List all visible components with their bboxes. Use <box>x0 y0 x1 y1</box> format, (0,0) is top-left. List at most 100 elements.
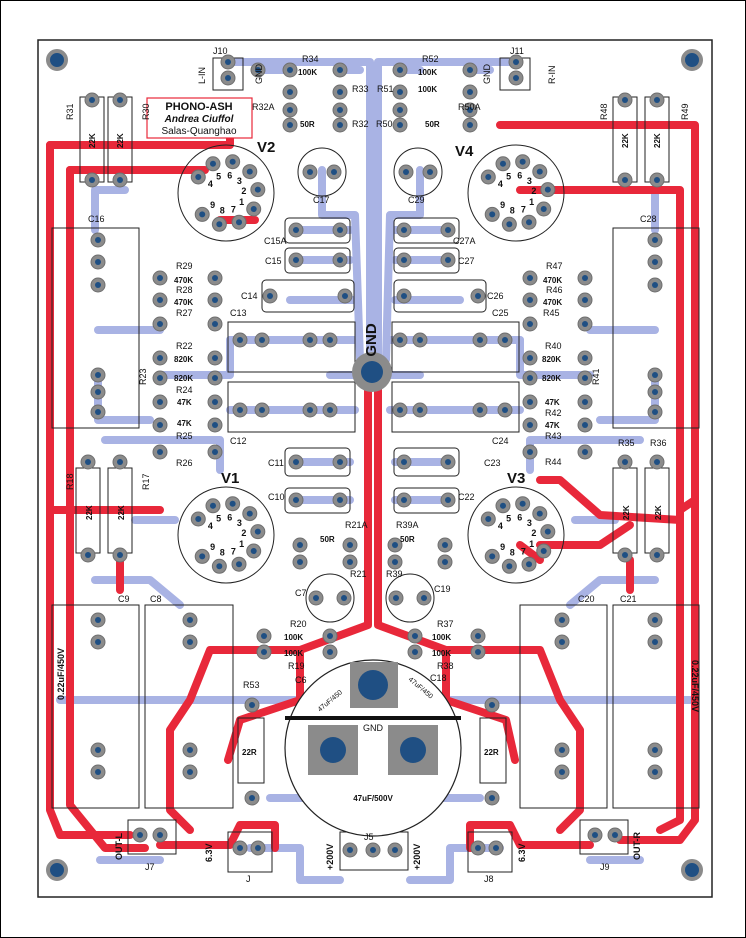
r53-val: 22R <box>242 748 257 757</box>
tube-pin-number: 7 <box>231 204 236 214</box>
r38-val: 100K <box>432 649 451 658</box>
r17-val: 22K <box>117 505 126 520</box>
lin-label: L-IN <box>197 67 207 84</box>
tube-v4-label: V4 <box>455 143 474 160</box>
tube-sockets <box>177 144 565 584</box>
tube-pin-number: 7 <box>521 546 526 556</box>
r39-ref: R39 <box>386 569 403 579</box>
r19-ref: R19 <box>288 661 305 671</box>
outr-label: OUT-R <box>632 832 642 860</box>
gnd-hub <box>352 352 392 392</box>
tube-pin-number: 9 <box>210 542 215 552</box>
r54-val: 22R <box>484 748 499 757</box>
r29-ref: R29 <box>176 261 193 271</box>
c20-label: C20 <box>578 594 595 604</box>
tube-pin-number: 4 <box>208 179 213 189</box>
r31-ref: R31 <box>65 103 75 120</box>
j10-label: J10 <box>213 46 228 56</box>
tube-pin-number: 9 <box>210 200 215 210</box>
rin-label: R-IN <box>547 66 557 85</box>
tube-pin-number: 7 <box>231 546 236 556</box>
r42-ref: R42 <box>545 408 562 418</box>
title-line3: Salas-Quanghao <box>161 126 236 137</box>
tube-pin-number: 4 <box>498 521 503 531</box>
c15a-label: C15A <box>264 236 287 246</box>
r30-val: 22K <box>116 133 125 148</box>
tube-pin-number: 9 <box>500 542 505 552</box>
tube-v3-label: V3 <box>507 470 525 487</box>
r39a-ref: R39A <box>396 520 419 530</box>
tube-pin-number: 5 <box>506 514 511 524</box>
plus200-left-label: +200V <box>325 844 335 870</box>
r19-val: 100K <box>284 649 303 658</box>
c11-label: C11 <box>268 458 284 468</box>
r29-val: 470K <box>174 276 193 285</box>
tube-pin-number: 2 <box>241 528 246 538</box>
tube-pin-number: 3 <box>237 518 242 528</box>
tube-pin-number: 3 <box>527 176 532 186</box>
tube-pin-number: 8 <box>220 206 225 216</box>
r22-val: 820K <box>174 355 193 364</box>
r20-val: 100K <box>284 633 303 642</box>
tube-pin-number: 1 <box>239 539 244 549</box>
r25-ref: R25 <box>176 431 193 441</box>
r18-ref: R18 <box>65 473 75 490</box>
tube-pin-number: 8 <box>510 548 515 558</box>
gnd-r-label: GND <box>482 64 492 85</box>
r28-ref: R28 <box>176 285 193 295</box>
r33-ref: R33 <box>352 84 369 94</box>
plus200-right-label: +200V <box>412 844 422 870</box>
r30-ref: R30 <box>141 103 151 120</box>
r20-ref: R20 <box>290 619 307 629</box>
r39a-val: 50R <box>400 535 415 544</box>
r25-val: 47K <box>177 419 192 428</box>
heater-left-label: 6.3V <box>204 843 214 862</box>
c9-label: C9 <box>118 594 130 604</box>
c28-label: C28 <box>640 214 657 224</box>
j5-label: J5 <box>364 832 374 842</box>
tube-pin-number: 5 <box>216 172 221 182</box>
tube-pin-number: 6 <box>517 512 522 522</box>
tube-pin-number: 2 <box>241 186 246 196</box>
c19-label: C19 <box>434 584 451 594</box>
c8-label: C8 <box>150 594 162 604</box>
r49-val: 22K <box>653 133 662 148</box>
tube-v1-label: V1 <box>221 470 239 487</box>
tube-pin-number: 1 <box>239 197 244 207</box>
component-outlines <box>51 57 700 873</box>
j9-label: J9 <box>600 862 610 872</box>
j-left-label: J <box>246 874 251 884</box>
r28-val: 470K <box>174 298 193 307</box>
tube-pin-number: 4 <box>208 521 213 531</box>
c22-label: C22 <box>458 492 475 502</box>
film-left-label: 0.22uF/450V <box>56 648 66 700</box>
r47-val: 470K <box>543 276 562 285</box>
c6-label: C6 <box>295 675 307 685</box>
c12-label: C12 <box>230 436 247 446</box>
r26-ref: R26 <box>176 458 193 468</box>
mounting-holes <box>46 49 703 881</box>
center-gnd-label: GND <box>363 323 380 357</box>
r52-ref: R52 <box>422 54 439 64</box>
c15-label: C15 <box>265 256 282 266</box>
r23-val: 820K <box>174 374 193 383</box>
r50a-ref: R50A <box>458 102 481 112</box>
big-cap-gnd-label: GND <box>363 723 384 733</box>
r34-ref: R34 <box>302 54 319 64</box>
r37-val: 100K <box>432 633 451 642</box>
r51-ref: R51 <box>377 84 394 94</box>
r21a-val: 50R <box>320 535 335 544</box>
r45-ref: R45 <box>543 308 560 318</box>
tube-pin-number: 6 <box>227 170 232 180</box>
title-line2: Andrea Ciuffol <box>164 114 234 125</box>
r35-ref: R35 <box>618 438 635 448</box>
tube-pin-number: 6 <box>517 170 522 180</box>
r32-ref: R32 <box>352 119 369 129</box>
c18-label: C18 <box>430 673 447 683</box>
tube-pin-number: 3 <box>237 176 242 186</box>
r42-val: 47K <box>545 398 560 407</box>
tube-pin-number: 1 <box>529 539 534 549</box>
c21-label: C21 <box>620 594 637 604</box>
main-capacitor <box>284 659 462 837</box>
